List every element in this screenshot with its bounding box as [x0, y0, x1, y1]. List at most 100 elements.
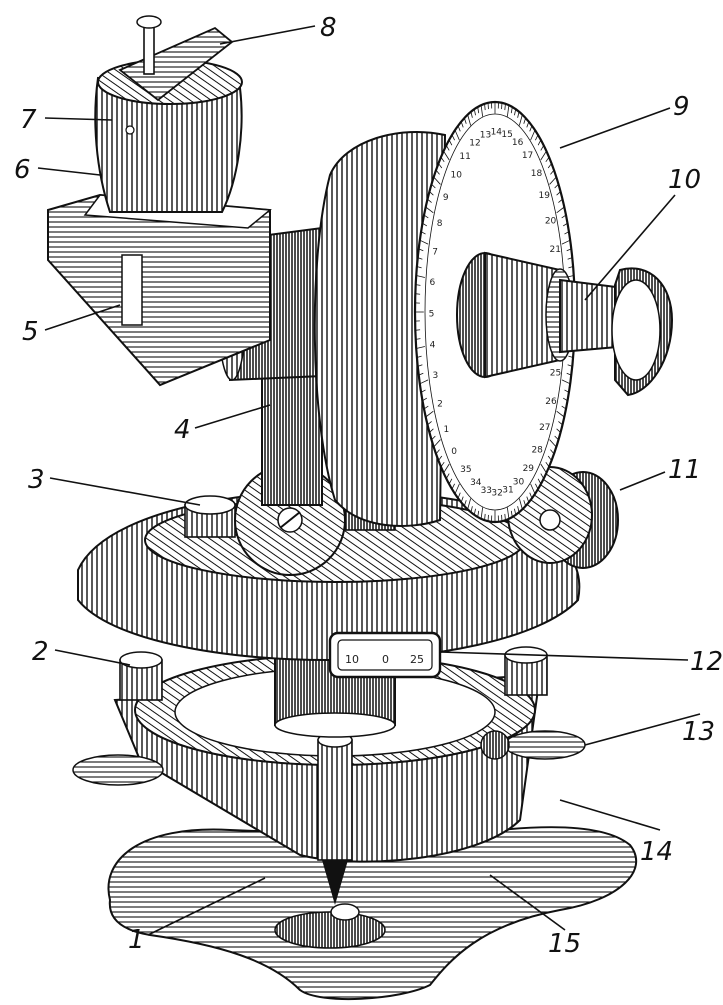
- dial-number: 25: [550, 369, 561, 379]
- dial-tick: [550, 449, 555, 455]
- dial-tick: [420, 231, 426, 235]
- dial-tick: [517, 111, 520, 118]
- callout-10: 10: [668, 165, 701, 195]
- dial-number: 21: [549, 245, 560, 255]
- base-center-cap: [330, 903, 360, 921]
- scale-reading-window: 10 0 25: [328, 631, 442, 679]
- leveling-screw-right: [504, 646, 548, 696]
- dial-tick: [545, 461, 550, 468]
- dial-tick: [545, 156, 550, 163]
- dial-tick: [454, 483, 460, 495]
- dial-tick: [423, 405, 429, 410]
- dial-tick: [433, 176, 441, 185]
- dial-tick: [440, 156, 445, 163]
- dial-tick: [510, 106, 513, 114]
- vertical-circle-ticks: [415, 102, 575, 522]
- callout-2: 2: [32, 637, 49, 667]
- dial-tick: [564, 231, 570, 235]
- dial-tick: [416, 266, 422, 269]
- dial-tick: [480, 507, 484, 519]
- dial-tick: [566, 248, 572, 252]
- dial-number: 4: [430, 341, 436, 351]
- dial-tick: [415, 293, 421, 295]
- leader-lines: [37, 25, 701, 936]
- dial-tick: [429, 428, 434, 433]
- dial-tick: [477, 106, 480, 114]
- dial-number: 7: [432, 247, 438, 257]
- dial-tick: [535, 134, 539, 141]
- dial-tick: [526, 496, 530, 503]
- dial-tick: [504, 513, 506, 521]
- dial-number: 28: [531, 446, 543, 456]
- callout-8: 8: [320, 13, 337, 43]
- vertical-circle-ring: [313, 131, 447, 527]
- dial-tick: [561, 379, 571, 385]
- dial-tick: [451, 483, 455, 490]
- dial-tick: [448, 139, 453, 146]
- callout-4: 4: [174, 415, 191, 445]
- housing-plate: [121, 254, 143, 326]
- dial-number: 26: [545, 397, 557, 407]
- dial-tick: [418, 372, 424, 376]
- dial-tick: [417, 364, 423, 367]
- leveling-screw-front: [317, 732, 353, 905]
- dial-tick: [506, 105, 510, 117]
- dial-tick: [431, 183, 436, 189]
- dial-number: 16: [512, 138, 524, 148]
- dial-tick: [443, 150, 450, 161]
- dial-tick: [506, 507, 510, 519]
- dial-tick: [562, 222, 568, 227]
- dial-tick: [457, 125, 461, 132]
- barrel-6-7: [94, 76, 243, 213]
- dial-tick: [484, 103, 486, 111]
- clamp-knob-13: [480, 730, 510, 760]
- dial-number: 9: [443, 193, 449, 203]
- dial-tick: [540, 463, 547, 474]
- dial-number: 1: [443, 425, 449, 435]
- dial-tick: [554, 183, 559, 189]
- dial-tick: [529, 125, 533, 132]
- scale-left-number: 10: [345, 653, 359, 666]
- dial-tick: [558, 421, 563, 426]
- foot-pad-right: [504, 730, 586, 760]
- dial-tick: [427, 198, 432, 203]
- dial-number: 6: [429, 278, 435, 288]
- dial-tick: [427, 421, 432, 426]
- dial-tick: [537, 478, 542, 485]
- dial-number: 18: [531, 169, 543, 179]
- dial-tick: [457, 492, 461, 499]
- dial-tick: [435, 169, 440, 175]
- dial-tick: [464, 500, 467, 507]
- dial-number: 27: [539, 423, 550, 433]
- dial-tick: [416, 275, 425, 278]
- leveling-screw-left: [119, 651, 163, 701]
- dial-tick: [567, 364, 573, 367]
- dial-tick: [425, 410, 434, 418]
- dial-tick: [419, 379, 429, 385]
- dial-number: 32: [491, 489, 502, 499]
- dial-tick: [438, 455, 443, 461]
- dial-tick: [443, 463, 450, 474]
- dial-tick: [435, 449, 440, 455]
- dial-number: 2: [437, 399, 443, 409]
- dial-tick: [451, 134, 455, 141]
- dial-tick: [510, 510, 513, 518]
- dial-tick: [419, 239, 429, 245]
- dial-tick: [562, 397, 568, 402]
- dial-tick: [556, 191, 561, 196]
- callout-11: 11: [668, 455, 701, 485]
- dial-tick: [568, 266, 574, 269]
- dial-tick: [554, 435, 559, 441]
- dial-tick: [549, 176, 557, 185]
- dial-tick: [480, 105, 484, 117]
- callout-1: 1: [128, 925, 145, 955]
- dial-number: 19: [539, 191, 551, 201]
- dial-tick: [518, 498, 523, 510]
- dial-tick: [556, 206, 565, 214]
- base-foot-pad: [274, 911, 386, 949]
- dial-number: 8: [437, 219, 443, 229]
- dial-tick: [526, 121, 530, 128]
- dial-tick: [547, 163, 552, 169]
- dial-tick: [429, 191, 434, 196]
